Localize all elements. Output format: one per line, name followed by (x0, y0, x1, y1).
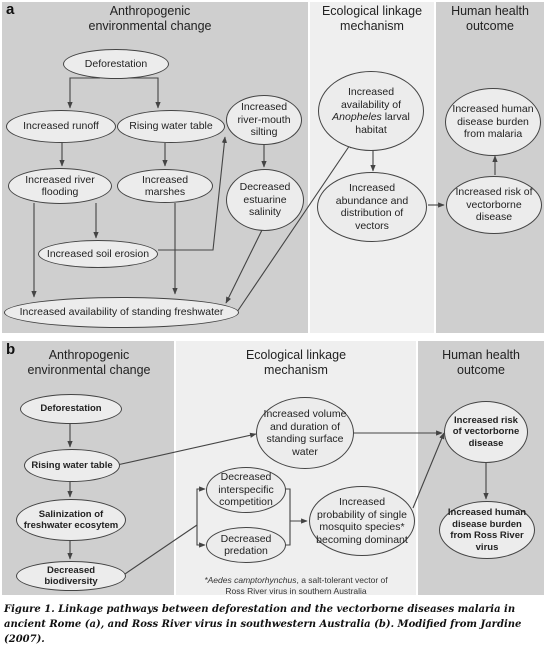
panel-a-header-ecological: Ecological linkage mechanism (310, 4, 434, 34)
larval-habitat-post: larval habitat (355, 111, 410, 136)
node-vectors-abundance: Increased abundance and distribution of … (317, 172, 427, 242)
header-line: Anthropogenic (109, 4, 191, 18)
node-increased-runoff: Increased runoff (6, 110, 116, 143)
header-line: Ecological linkage (321, 4, 423, 18)
node-increased-river-flooding: Increased river flooding (8, 168, 112, 204)
arrow-b-watertable-surfacewater (116, 432, 257, 466)
anopheles-genus: Anopheles (332, 111, 382, 123)
node-b-decreased-competition: Decreased interspecific competition (206, 467, 286, 513)
node-b-salinization: Salinization of freshwater ecosytem (16, 499, 126, 541)
node-b-decreased-predation: Decreased predation (206, 527, 286, 563)
arrow-b-biodiversity-branch (121, 524, 198, 577)
header-line: outcome (457, 363, 505, 377)
node-malaria-burden: Increased human disease burden from mala… (445, 88, 541, 156)
arrow-deforestation-watertable (130, 77, 161, 109)
header-line: Human health (442, 348, 520, 362)
node-decreased-estuarine-salinity: Decreased estuarine salinity (226, 169, 304, 231)
node-b-ross-river-burden: Increased human disease burden from Ross… (439, 501, 535, 559)
header-line: Anthropogenic (48, 348, 130, 362)
node-vectorborne-risk: Increased risk of vectorborne disease (446, 176, 542, 234)
panel-a-header-health: Human health outcome (436, 4, 544, 34)
node-b-decreased-biodiversity: Decreased biodiversity (16, 561, 126, 591)
footnote-text: , a salt-tolerant vector of Ross River v… (225, 575, 388, 596)
header-line: environmental change (88, 19, 212, 33)
arrow-erosion-silting (158, 136, 227, 251)
panel-b-header-health: Human health outcome (418, 348, 544, 378)
arrow-b-branch-competition (196, 486, 206, 525)
node-standing-freshwater: Increased availability of standing fresh… (4, 297, 239, 328)
node-increased-soil-erosion: Increased soil erosion (38, 240, 158, 268)
node-b-standing-surface-water: Increased volume and duration of standin… (256, 397, 354, 469)
arrow-salinity-freshwater (225, 229, 263, 304)
node-b-vectorborne-risk: Increased risk of vectorborne disease (444, 401, 528, 463)
header-line: mechanism (264, 363, 328, 377)
figure-caption: Figure 1. Linkage pathways between defor… (4, 604, 522, 645)
arrow-freshwater-larval (236, 141, 353, 313)
panel-a-health-bg (436, 2, 544, 333)
node-rising-water-table: Rising water table (117, 110, 225, 143)
panel-b-label: b (6, 341, 16, 358)
panel-a-label: a (6, 1, 15, 18)
larval-habitat-pre: Increased availability of (340, 86, 402, 111)
node-anopheles-larval-habitat: Increased availability of Anopheles larv… (318, 71, 424, 151)
panel-a-header-anthropogenic: Anthropogenic environmental change (40, 4, 260, 34)
arrow-deforestation-runoff (67, 77, 100, 109)
header-line: environmental change (27, 363, 151, 377)
node-b-single-mosquito-dominant: Increased probability of single mosquito… (309, 486, 415, 556)
arrow-b-mosquito-risk (412, 432, 445, 509)
header-line: mechanism (340, 19, 404, 33)
panel-b-footnote: *Aedes camptorhynchus, a salt-tolerant v… (196, 575, 396, 596)
node-b-rising-water-table: Rising water table (24, 449, 120, 482)
header-line: Ecological linkage (245, 348, 347, 362)
node-increased-marshes: Increased marshes (117, 169, 213, 203)
panel-b-header-ecological: Ecological linkage mechanism (176, 348, 416, 378)
larval-habitat-text: Increased availability of Anopheles larv… (325, 86, 417, 136)
arrow-b-merge (285, 488, 291, 546)
arrow-b-branch-predation (196, 525, 206, 548)
node-deforestation: Deforestation (63, 49, 169, 79)
header-line: outcome (466, 19, 514, 33)
header-line: Human health (451, 4, 529, 18)
footnote-species: *Aedes camptorhynchus (204, 575, 297, 585)
node-b-deforestation: Deforestation (20, 394, 122, 424)
panel-b-header-anthropogenic: Anthropogenic environmental change (4, 348, 174, 378)
node-river-mouth-silting: Increased river-mouth silting (226, 95, 302, 145)
